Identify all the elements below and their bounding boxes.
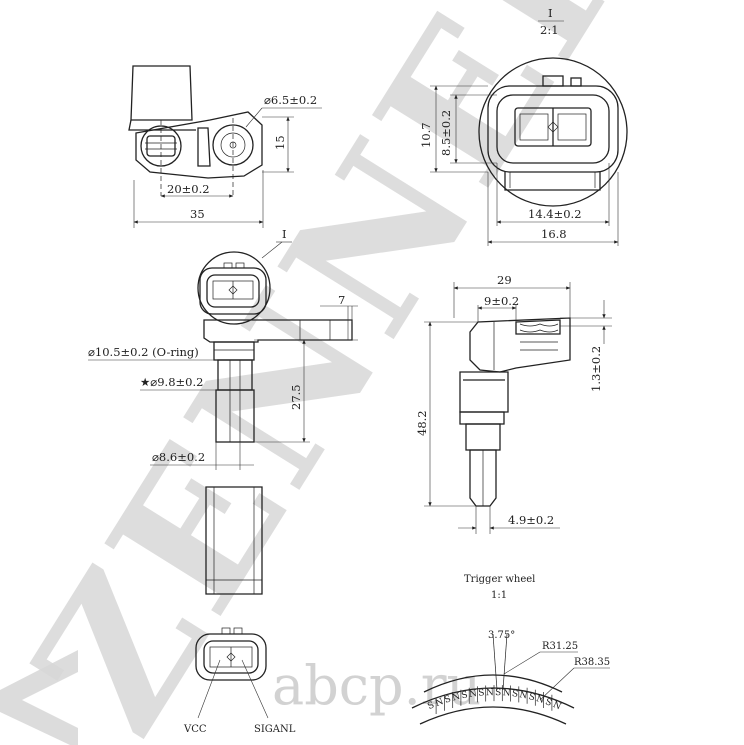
pole-north: N (451, 692, 461, 704)
trigger-wheel-r-inner: R31.25 (542, 641, 578, 652)
view-marker-scale: 2:1 (540, 23, 559, 37)
dim-flange-7: 7 (338, 293, 345, 307)
dim-spacing-20: 20±0.2 (167, 182, 210, 196)
watermark-site: abcp.ru (272, 654, 481, 717)
dim-width-35: 35 (190, 207, 205, 221)
watermark-brand: ZENNEK (0, 0, 691, 745)
dim-oring: ⌀10.5±0.2 (O-ring) (88, 345, 199, 359)
dim-side-4-9: 4.9±0.2 (508, 513, 554, 527)
dim-side-48-2: 48.2 (415, 410, 429, 436)
pole-south: S (443, 694, 452, 705)
pinout-view: VCC SIGANL (183, 627, 296, 735)
dim-conn-w-14-4: 14.4±0.2 (528, 207, 582, 221)
dim-bore-dia: ⌀6.5±0.2 (264, 93, 317, 107)
dim-conn-h-8-5: 8.5±0.2 (439, 110, 453, 156)
dim-side-29: 29 (497, 273, 512, 287)
pole-south: S (527, 692, 535, 703)
dim-conn-w-16-8: 16.8 (541, 227, 567, 241)
dim-conn-h-10-7: 10.7 (419, 122, 433, 148)
pole-south: S (511, 689, 519, 700)
pin-label-vcc: VCC (183, 724, 207, 735)
trigger-wheel-scale: 1:1 (491, 590, 507, 601)
front-view: I 7 ⌀10.5±0.2 (O-ring) ★⌀9.8±0.2 27.5 (88, 227, 358, 470)
pole-south: S (426, 700, 436, 712)
trigger-wheel-r-outer: R38.35 (574, 657, 610, 668)
dim-tip-8-6: ⌀8.6±0.2 (152, 450, 205, 464)
pole-north: N (518, 690, 528, 701)
pole-north: N (551, 700, 562, 712)
detail-view-i: I 2:1 10.7 8.5±0.2 14.4±0.2 16.8 (419, 6, 628, 246)
protective-cap (205, 486, 263, 595)
trigger-wheel-angle: 3.75° (488, 630, 515, 641)
pole-south: S (461, 690, 469, 701)
dim-side-1-3: 1.3±0.2 (589, 346, 603, 392)
pole-north: N (468, 689, 477, 700)
pole-north: N (434, 697, 445, 709)
dim-body-9-8: ★⌀9.8±0.2 (140, 375, 203, 389)
trigger-wheel-title: Trigger wheel (464, 574, 535, 585)
top-view: ⌀6.5±0.2 15 20±0.2 35 (128, 65, 322, 228)
dim-height-15: 15 (273, 135, 287, 150)
view-marker-label: I (548, 6, 553, 20)
pin-label-signal: SIGANL (254, 724, 296, 735)
pole-south: S (478, 688, 485, 698)
watermark: ZENNEK abcp.ru (0, 0, 691, 745)
pole-south: S (544, 697, 553, 709)
dim-length-27-5: 27.5 (289, 384, 303, 410)
pole-south: S (495, 688, 501, 698)
side-view: 29 9±0.2 1.3±0.2 48.2 4.9±0.2 (415, 273, 612, 534)
pole-north: N (502, 688, 511, 699)
detail-callout-label: I (282, 227, 287, 241)
watermark-chevron (0, 650, 78, 745)
dim-side-9: 9±0.2 (484, 294, 519, 308)
pole-north: N (486, 688, 494, 698)
